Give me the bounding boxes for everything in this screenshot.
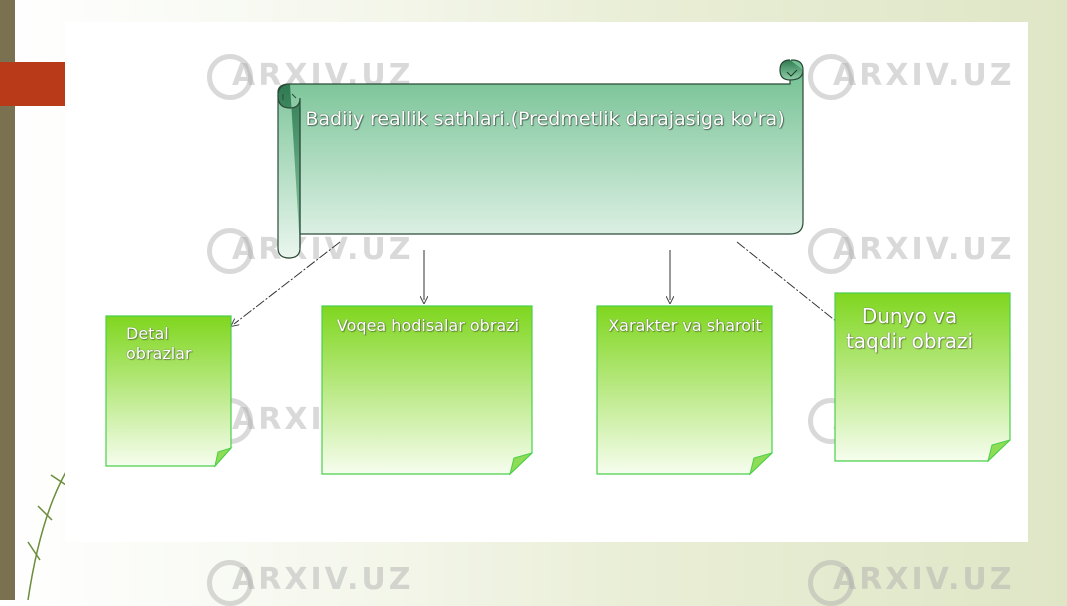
connectors [234, 241, 842, 326]
box-label-detal: Detal obrazlar [126, 324, 192, 363]
watermark-logo-icon [207, 54, 253, 100]
box-label-voqea: Voqea hodisalar obrazi [336, 316, 520, 335]
connector-line [736, 241, 842, 326]
watermark-logo-icon [808, 54, 854, 100]
watermark-logo-icon [207, 228, 253, 274]
watermark-text: ARXIV.UZ [833, 562, 1015, 597]
box-label-dunyo: Dunyo va taqdir obrazi [845, 304, 974, 353]
diagram-title: Badiiy reallik sathlari.(Predmetlik dara… [305, 108, 785, 130]
accent-bar [0, 62, 65, 106]
watermark-text: ARXIV.UZ [833, 58, 1015, 93]
left-decor-strip [0, 0, 15, 600]
connector-line [234, 241, 341, 324]
box-voqea [321, 305, 533, 476]
box-xarakter [596, 305, 773, 476]
title-scroll [277, 59, 804, 259]
watermark-text: ARXIV.UZ [232, 562, 414, 597]
watermark-text: ARXIV.UZ [833, 232, 1015, 267]
box-label-xarakter: Xarakter va sharoit [608, 316, 762, 335]
watermark-text: ARXIV.UZ [232, 232, 414, 267]
box-dunyo [834, 292, 1011, 463]
watermark-logo-icon [808, 228, 854, 274]
box-detal [105, 315, 233, 468]
